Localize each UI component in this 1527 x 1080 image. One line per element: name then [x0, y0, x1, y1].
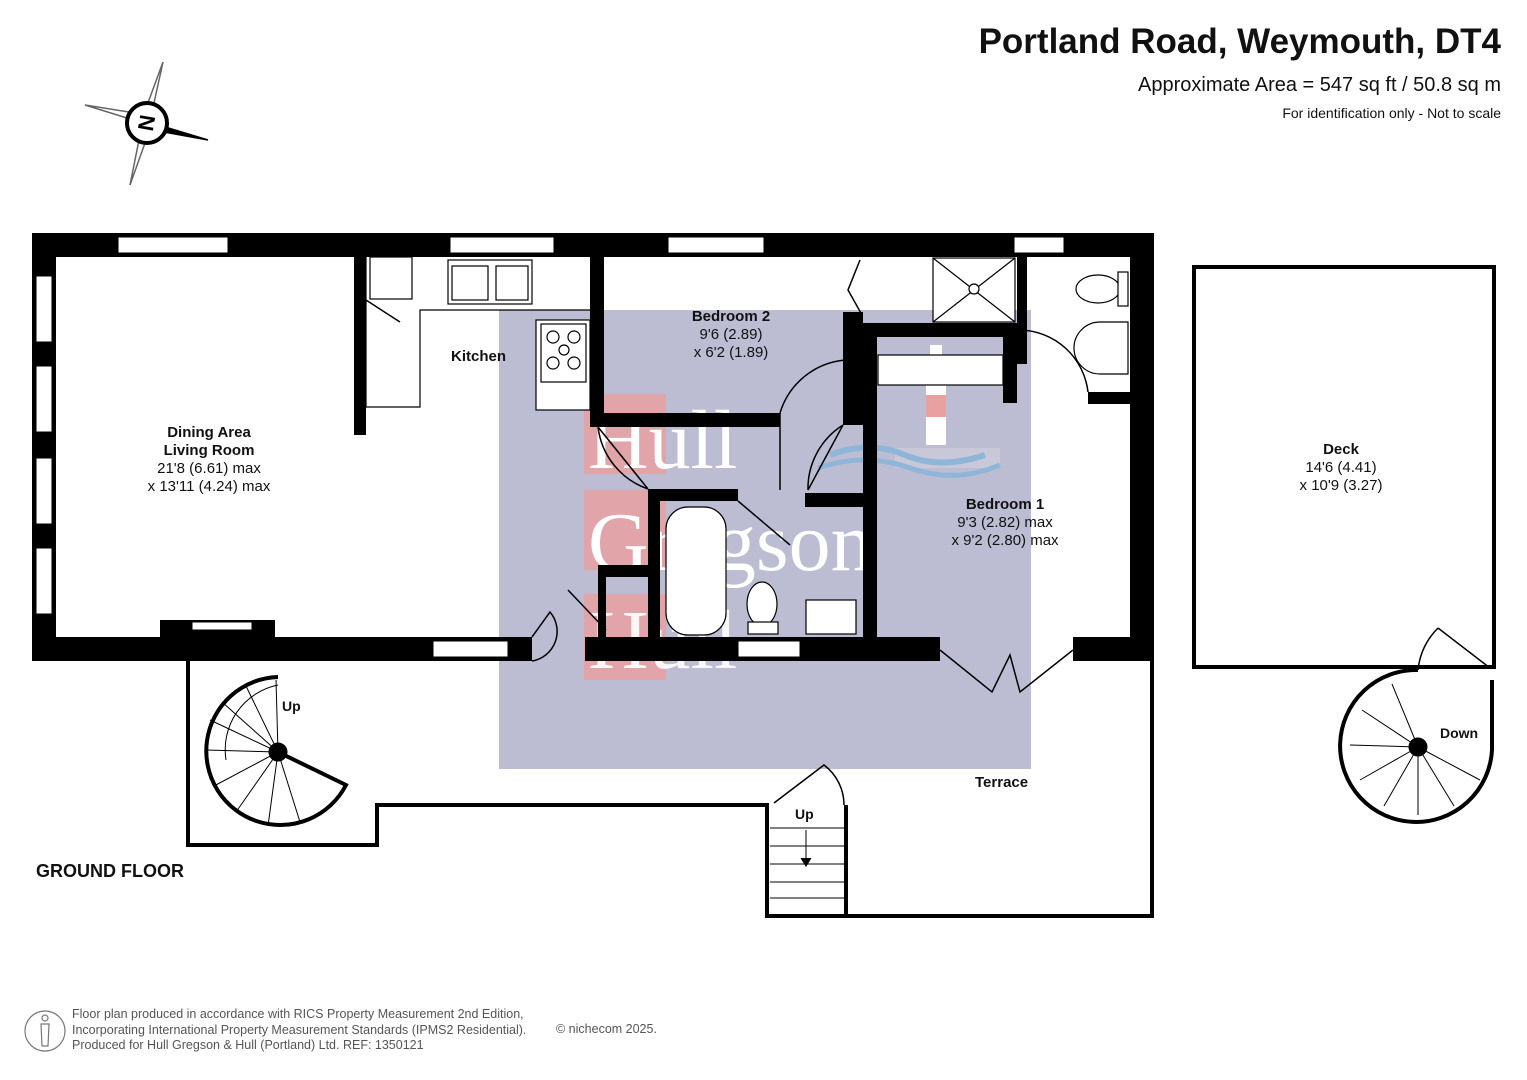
doors — [365, 259, 1089, 694]
stair-label-up: Up — [795, 806, 814, 822]
room-name: Dining Area — [167, 424, 251, 441]
footer-line: Floor plan produced in accordance with R… — [72, 1007, 524, 1021]
stair-label-up: Up — [282, 698, 301, 714]
room-label-terrace: Terrace — [975, 774, 1029, 791]
room-name: Deck — [1323, 441, 1359, 458]
room-label-bedroom-1: Bedroom 1 9'3 (2.82) max x 9'2 (2.80) ma… — [951, 496, 1058, 550]
stair-label-down: Down — [1440, 725, 1479, 741]
spiral-stair-down — [1338, 627, 1494, 824]
footer-line: Produced for Hull Gregson & Hull (Portla… — [72, 1038, 424, 1052]
room-dimension: x 9'2 (2.80) max — [951, 532, 1059, 549]
footer-text: Floor plan produced in accordance with R… — [72, 1007, 526, 1054]
terrace-outline — [186, 658, 1154, 918]
deck-outline — [1192, 265, 1496, 669]
footer-line: Incorporating International Property Mea… — [72, 1022, 527, 1037]
room-dimension: 14'6 (4.41) — [1305, 459, 1377, 476]
person-icon — [24, 1010, 66, 1052]
room-dimension: 9'6 (2.89) — [699, 326, 763, 343]
room-dimension: x 6'2 (1.89) — [693, 344, 769, 361]
bathroom-fixtures — [665, 257, 1129, 636]
room-name: Living Room — [163, 442, 255, 459]
compass-letter: N — [133, 113, 160, 133]
straight-stair — [770, 764, 845, 899]
room-label-bedroom-2: Bedroom 2 9'6 (2.89) x 6'2 (1.89) — [692, 308, 770, 362]
spiral-stair-up — [204, 675, 349, 827]
windows — [35, 236, 1065, 658]
watermark-word-1: Hull — [588, 394, 737, 487]
page-title: Portland Road, Weymouth, DT4 — [978, 22, 1501, 61]
room-name: Bedroom 2 — [691, 308, 771, 325]
room-dimension: 21'8 (6.61) max — [157, 460, 261, 477]
approximate-area: Approximate Area = 547 sq ft / 50.8 sq m — [1138, 74, 1501, 96]
compass-icon: N — [84, 61, 209, 186]
room-dimension: x 10'9 (3.27) — [1299, 477, 1383, 494]
room-label-deck: Deck 14'6 (4.41) x 10'9 (3.27) — [1300, 441, 1383, 495]
copyright: © nichecom 2025. — [556, 1022, 657, 1036]
disclaimer: For identification only - Not to scale — [1282, 105, 1501, 121]
room-label-dining: Dining Area Living Room 21'8 (6.61) max … — [148, 424, 271, 496]
walls — [32, 233, 1154, 661]
room-name: Bedroom 1 — [965, 496, 1045, 513]
room-dimension: x 13'11 (4.24) max — [147, 478, 271, 495]
kitchen-units — [365, 256, 591, 411]
room-label-kitchen: Kitchen — [451, 348, 507, 365]
floor-label: GROUND FLOOR — [36, 861, 184, 881]
room-dimension: 9'3 (2.82) max — [957, 514, 1053, 531]
